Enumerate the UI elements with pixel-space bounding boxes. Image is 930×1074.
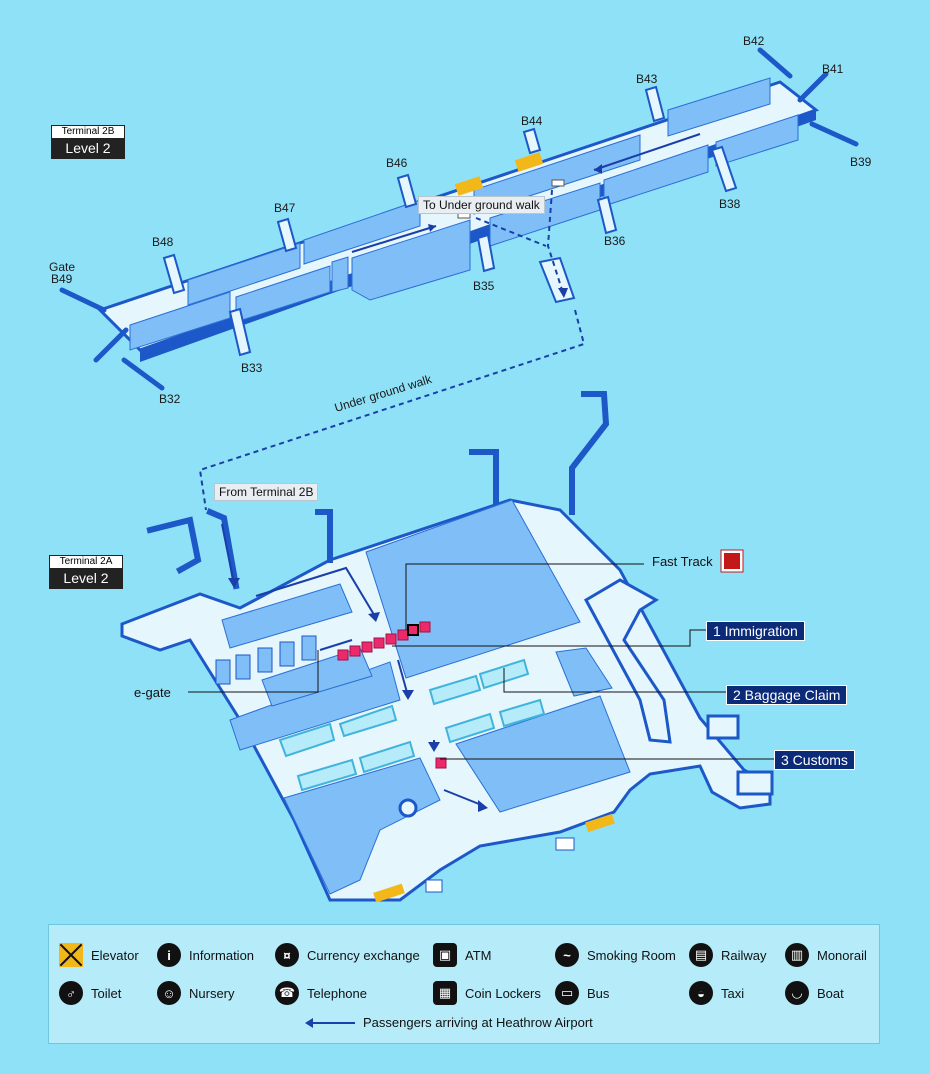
gate-b33: B33 bbox=[241, 361, 263, 375]
legend-currency: ¤Currency exchange bbox=[275, 943, 420, 967]
boat-icon: ◡ bbox=[785, 981, 809, 1005]
legend-telephone: ☎Telephone bbox=[275, 981, 367, 1005]
bus-icon: ▭ bbox=[555, 981, 579, 1005]
legend-railway: ▤Railway bbox=[689, 943, 767, 967]
terminal-2b-badge: Terminal 2B Level 2 bbox=[51, 125, 125, 159]
telephone-icon: ☎ bbox=[275, 981, 299, 1005]
terminal-2b-level: Level 2 bbox=[65, 140, 111, 156]
legend-elevator: Elevator bbox=[59, 943, 139, 967]
gate-b36: B36 bbox=[604, 234, 626, 248]
gate-b46: B46 bbox=[386, 156, 408, 170]
gate-b42: B42 bbox=[743, 34, 765, 48]
fast-track-label: Fast Track bbox=[652, 554, 713, 569]
coin-lockers-icon: ▦ bbox=[433, 981, 457, 1005]
taxi-icon: ◒ bbox=[689, 981, 713, 1005]
atm-icon: ▣ bbox=[433, 943, 457, 967]
railway-icon: ▤ bbox=[689, 943, 713, 967]
legend-toilet: ♂Toilet bbox=[59, 981, 121, 1005]
elevator-icon bbox=[585, 813, 615, 833]
elevator-icon bbox=[373, 883, 405, 903]
gate-b35: B35 bbox=[473, 279, 495, 293]
gate-b44: B44 bbox=[521, 114, 543, 128]
immigration-callout: 1 Immigration bbox=[706, 621, 805, 641]
monorail-icon: ▥ bbox=[785, 943, 809, 967]
elevator-icon bbox=[454, 152, 544, 196]
elevator-icon bbox=[59, 943, 83, 967]
gate-b39: B39 bbox=[850, 155, 872, 169]
legend-boat: ◡Boat bbox=[785, 981, 844, 1005]
arrow-left-icon bbox=[305, 1017, 355, 1028]
gate-labels: B42 B41 B43 B39 B44 B38 B46 B36 B47 B35 … bbox=[49, 34, 872, 406]
information-icon: i bbox=[157, 943, 181, 967]
legend-atm: ▣ATM bbox=[433, 943, 491, 967]
terminal-2a-building bbox=[120, 391, 774, 903]
gate-b41: B41 bbox=[822, 62, 844, 76]
legend-nursery: ☺Nursery bbox=[157, 981, 235, 1005]
legend-taxi: ◒Taxi bbox=[689, 981, 744, 1005]
callout-leaders bbox=[188, 563, 774, 760]
terminal-2b-name: Terminal 2B bbox=[52, 126, 124, 138]
currency-exchange-icon: ¤ bbox=[275, 943, 299, 967]
legend-coin-lockers: ▦Coin Lockers bbox=[433, 981, 541, 1005]
gate-b47: B47 bbox=[274, 201, 296, 215]
toilet-icon: ♂ bbox=[59, 981, 83, 1005]
to-underground-walk-label: To Under ground walk bbox=[418, 196, 545, 214]
gate-b32: B32 bbox=[159, 392, 181, 406]
terminal-2a-name: Terminal 2A bbox=[50, 556, 122, 568]
terminal-2b-concourse bbox=[59, 47, 859, 391]
nursery-icon: ☺ bbox=[157, 981, 181, 1005]
immigration-counters bbox=[337, 621, 447, 769]
gate-b43: B43 bbox=[636, 72, 658, 86]
gate-b48: B48 bbox=[152, 235, 174, 249]
gate-b49: B49 bbox=[51, 272, 73, 286]
underground-walk-label: Under ground walk bbox=[333, 372, 434, 415]
from-terminal-2b-label: From Terminal 2B bbox=[214, 483, 319, 501]
legend-bus: ▭Bus bbox=[555, 981, 609, 1005]
customs-callout: 3 Customs bbox=[774, 750, 855, 770]
egate-label: e-gate bbox=[134, 685, 171, 700]
underground-walk-path bbox=[198, 309, 586, 511]
smoking-room-icon: ~ bbox=[555, 943, 579, 967]
terminal-2a-badge: Terminal 2A Level 2 bbox=[49, 555, 123, 589]
legend-smoking: ~Smoking Room bbox=[555, 943, 676, 967]
gate-b38: B38 bbox=[719, 197, 741, 211]
baggage-claim-callout: 2 Baggage Claim bbox=[726, 685, 848, 705]
terminal-2a-level: Level 2 bbox=[63, 570, 109, 586]
gate-word: Gate bbox=[49, 260, 75, 274]
legend-arriving-passengers: Passengers arriving at Heathrow Airport bbox=[305, 1015, 593, 1030]
legend-monorail: ▥Monorail bbox=[785, 943, 867, 967]
